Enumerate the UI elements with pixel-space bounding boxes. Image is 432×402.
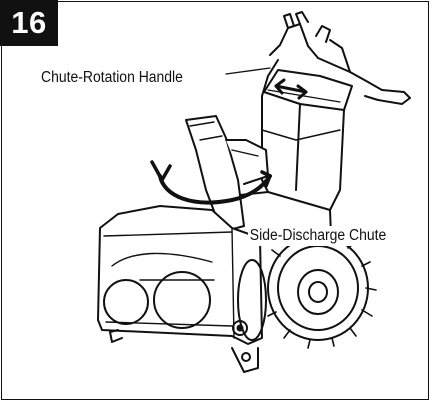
step-number-badge: 16 [0,0,58,46]
wheel [267,227,377,349]
chute-rotation-arrow-icon [274,78,308,100]
discharge-chute [185,115,269,233]
chute-rotation-handle-label: Chute-Rotation Handle [41,69,183,87]
chute-rotation-arc-arrow-icon [150,160,272,205]
handlebar [261,11,411,105]
side-discharge-chute-label: Side-Discharge Chute [248,226,389,246]
control-panel [263,69,353,111]
auger-housing [97,205,263,373]
wheel-left [237,259,267,341]
chute-rotation-leader-line [225,67,271,75]
